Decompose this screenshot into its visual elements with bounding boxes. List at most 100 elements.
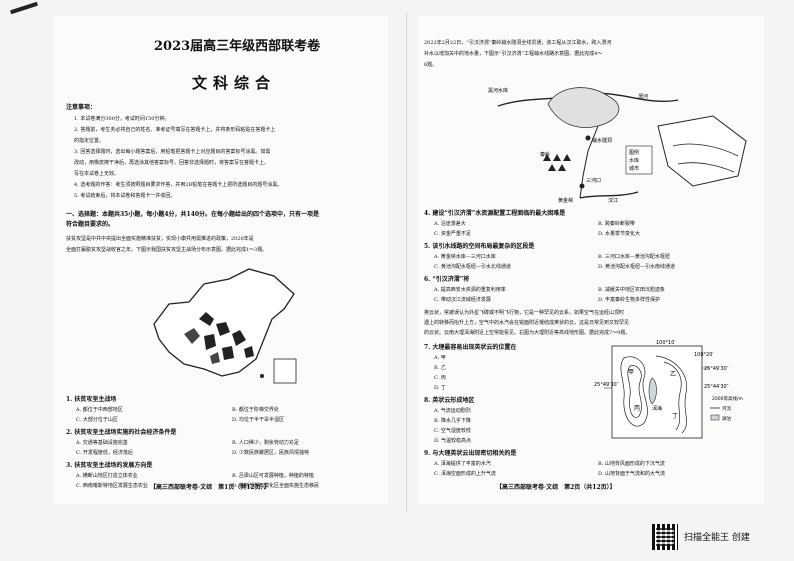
question-option: B. 都位于阶梯交界处 xyxy=(232,407,279,413)
legend-label: 湖泊 xyxy=(722,415,731,422)
question-stem: 6. “引汉济渭”将 xyxy=(424,276,470,283)
question-option: C. 丙 xyxy=(434,375,446,381)
map-label: 秦岭 xyxy=(540,151,550,158)
exam-title: 2023届高三年级西部联考卷 xyxy=(154,39,321,54)
scan-mark xyxy=(10,1,38,15)
question-option: B. 乙 xyxy=(434,365,446,371)
intro-line: 2022年2月22日，“引汉济渭”秦岭输水隧洞全线贯通，该工程从汉江取水，跨入渭… xyxy=(424,40,612,46)
notice-line: 4. 选考题的作答：考生须按照题目要求作答，并用2B铅笔在答题卡上把所选题目的题… xyxy=(74,182,283,188)
legend-label: 河流 xyxy=(722,405,731,412)
question-option: D. 横断部部石漠化区全面实施生态移民 xyxy=(232,483,320,489)
question-option: C. 西南喀斯特地区发展生态农业 xyxy=(76,483,148,489)
map-label: 城市 xyxy=(629,165,639,172)
page-divider xyxy=(406,12,407,512)
question-option: A. 气流运动剧烈 xyxy=(434,408,471,414)
map-label: 乙 xyxy=(670,371,676,378)
intro-line: 6题。 xyxy=(424,62,438,68)
question-option: B. 三河口水库—黄池沟配水枢纽 xyxy=(598,254,670,260)
passage-line: 遇上的转移而抬升上方，空气中的水汽会在锐面附近凝结成荚状的云，这是日常见到又较罕… xyxy=(424,320,630,326)
passage-line: 英云状，常被误认为外星飞碟或不明飞行物，它是一种罕见的云系，如果空气在运经山顶时 xyxy=(424,310,625,316)
question-option: C. 洱海空面形成的上升气流 xyxy=(434,471,496,477)
question-option: D. 气温较稳高点 xyxy=(434,438,472,444)
question-stem: 3. 扶贫攻坚主战场的发展方向是 xyxy=(66,462,153,469)
intro-line: 全面打赢脱贫攻坚战收官之年。下图示我国扶贫攻坚主战场分布示意图。据此完成1～3题… xyxy=(66,247,268,253)
passage-line: 的云状。云南大理洱海附近上空常能看见。右图为大理附近等高线地形图。据此完成7～9… xyxy=(424,330,631,336)
china-poverty-map xyxy=(153,268,297,384)
question-stem: 7. 大理最容易出现英状云的位置在 xyxy=(424,344,517,351)
map-label: 汉江 xyxy=(608,197,618,204)
map-label: 甲 xyxy=(628,369,634,376)
water-diversion-map: 黑河水库 秦岭 输水隧洞 渭河 汉江 三河口 黄金峡 图例 水库 城市 xyxy=(488,87,747,204)
notice-line: 写在本试卷上无效。 xyxy=(74,171,120,177)
left-page-footer: 【高三西部联考卷·文综 第1页（共12页）】 xyxy=(150,484,270,491)
right-page-footer: 【高三西部联考卷·文综 第2页（共12页）】 xyxy=(496,484,616,491)
question-option: C. 大部分位于山区 xyxy=(76,417,118,423)
map-label: 25°49′30″ xyxy=(704,366,729,372)
question-option: B. 吕梁山区可发展种植，种植的特植 xyxy=(232,473,314,479)
right-page: 2022年2月22日，“引汉济渭”秦岭输水隧洞全线贯通，该工程从汉江取水，跨入渭… xyxy=(418,16,764,504)
dali-contour-map: 100°10′ 100°20′ 25°49′30″ 25°44′30″ 25°4… xyxy=(594,340,743,439)
notice-line: 2. 答题前，考生务必将自己的姓名、准考证号填写在答题卡上，并将条形码粘贴在答题… xyxy=(74,127,276,133)
question-option: C. 黄池沟配水枢纽—引水北线通道 xyxy=(434,264,511,270)
question-option: A. 交通等基础设施完善 xyxy=(76,440,128,446)
map-label: 输水隧洞 xyxy=(592,137,612,144)
map-label: 洱海 xyxy=(652,405,662,412)
question-option: D. 黄池沟配水枢纽—引水南线通道 xyxy=(598,264,676,270)
map-label: 25°44′30″ xyxy=(704,384,729,390)
scanner-watermark: 扫描全能王 创建 xyxy=(684,533,750,543)
notice-line: 改动，用橡皮擦干净后，再选涂其他答案标号。回答非选择题时，将答案写在答题卡上。 xyxy=(74,160,270,166)
map-label: 渭河 xyxy=(638,93,648,100)
qr-code-icon xyxy=(652,524,678,550)
question-option: C. 带动汉江流域经济发展 xyxy=(434,297,491,303)
map-label: 黑河水库 xyxy=(488,87,508,94)
notice-line: 3. 回答选择题时，选出每小题答案后，用铅笔把答题卡上对应题目的答案标号涂黑。如… xyxy=(74,149,271,155)
question-option: B. 山地背风面形成的下沉气流 xyxy=(598,461,665,467)
question-option: A. 甲 xyxy=(434,355,446,361)
map-label: 图例 xyxy=(629,149,639,156)
question-stem: 2. 扶贫攻坚主战场实施的社会经济条件是 xyxy=(66,429,177,436)
question-option: B. 降水几乎下降 xyxy=(434,418,471,424)
question-stem: 8. 英状云形成地区 xyxy=(424,397,475,404)
question-option: A. 洱海提供了丰富的水汽 xyxy=(434,461,491,467)
question-stem: 5. 该引水线路的空间布局最复杂的区段是 xyxy=(424,243,535,250)
question-option: C. 资金严重不足 xyxy=(434,231,471,237)
question-stem: 9. 与大理英状云出现密切相关的是 xyxy=(424,450,517,457)
question-option: B. 跨秦岭断裂带 xyxy=(598,221,635,227)
question-stem: 1. 扶贫攻坚主战场 xyxy=(66,396,117,403)
question-option: A. 提高西安水资源的重复利用率 xyxy=(434,287,506,293)
question-option: D. 少数民族聚居区，民族风情独特 xyxy=(232,450,310,456)
question-option: D. 均位于半干旱半湿区 xyxy=(232,417,285,423)
map-label: 丁 xyxy=(672,413,678,420)
question-option: A. 沿途落差大 xyxy=(434,221,466,227)
question-option: A. 横断山地区打造立体农业 xyxy=(76,473,138,479)
question-option: D. 丁 xyxy=(434,385,447,391)
map-label: 100°10′ xyxy=(656,340,676,346)
map-label: 25°49′30″ xyxy=(594,382,619,388)
question-option: C. 空气湿度较低 xyxy=(434,428,471,434)
map-label: 三河口 xyxy=(586,177,601,184)
question-option: B. 人口稀少，剩余劳动力充足 xyxy=(232,440,299,446)
intro-line: 补水以增加关中的地水量，下图示“引汉济渭”工程输水线路示意图。据此完成4～ xyxy=(424,51,603,57)
question-option: D. 丰富秦岭生物多样性保护 xyxy=(598,297,661,303)
question-option: C. 开发程度低，经济落后 xyxy=(76,450,133,456)
map-label: 100°20′ xyxy=(694,352,714,358)
question-option: D. 山地背面于气流和的大气流 xyxy=(598,471,666,477)
notice-line: 的指定位置。 xyxy=(74,138,105,144)
map-label: 黄金峡 xyxy=(558,197,573,204)
notice-line: 5. 考试结束后，将本试卷和答题卡一并收回。 xyxy=(74,193,176,199)
notice-heading: 注意事项： xyxy=(66,104,97,111)
question-option: D. 水量季节变化大 xyxy=(598,231,641,237)
question-stem: 4. 建设“引汉济渭”水资源配置工程面临的最大困难是 xyxy=(424,210,566,217)
section-heading-cont: 符合题目要求的。 xyxy=(66,221,115,228)
map-label: 水库 xyxy=(629,157,639,164)
intro-line: 扶贫攻坚是中共中央提出全面实施精准扶贫，实现小康并用需推进的政策，2020年是 xyxy=(66,236,254,242)
section-heading: 一、选择题：本题共35小题，每小题4分，共140分。在每小题给出的四个选项中，只… xyxy=(66,211,320,218)
question-option: A. 黄金峡水库—三河口水库 xyxy=(434,254,496,260)
notice-line: 1. 本试卷满分300分，考试时间150分钟。 xyxy=(74,116,170,122)
legend-label: 2000等高线/m xyxy=(712,395,743,402)
subject-title: 文科综合 xyxy=(191,74,276,92)
question-option: A. 都位于中西部地区 xyxy=(76,407,123,413)
left-page: 2023届高三年级西部联考卷 文科综合 注意事项： 1. 本试卷满分300分，考… xyxy=(54,16,388,504)
question-option: B. 减缓关中地区农田沉陷迹象 xyxy=(598,287,665,293)
map-label: 丙 xyxy=(634,405,640,412)
